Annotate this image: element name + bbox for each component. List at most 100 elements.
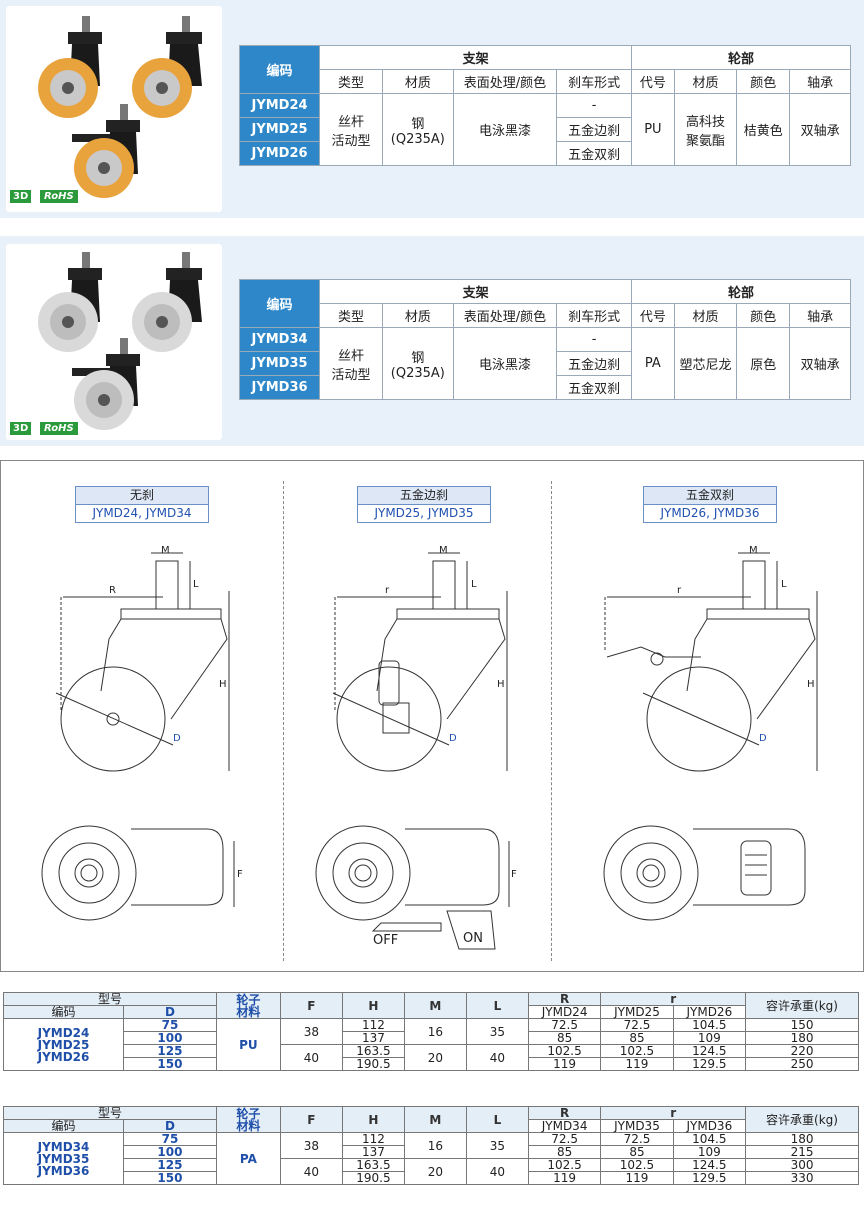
divider [283, 481, 284, 961]
hdr-model: 型号 [3, 1106, 217, 1120]
h-cell: 190.5 [341, 1171, 405, 1185]
brake-cell: - [556, 93, 633, 118]
r2-cell: 124.5 [672, 1044, 747, 1058]
load-cell: 215 [745, 1145, 859, 1159]
h-cell: 163.5 [341, 1044, 405, 1058]
off-label: OFF [373, 933, 399, 948]
code-header: 编码 [238, 279, 321, 328]
col-wheel-color: 颜色 [736, 69, 791, 94]
hdr-r: r [600, 992, 747, 1006]
dimension-table-pu: 型号 轮子 材料 F H M L R r 容许承重(kg) 编码 D JYMD2… [3, 992, 859, 1071]
h-cell: 137 [341, 1145, 405, 1159]
material-cell: 钢 (Q235A) [381, 327, 454, 400]
dim-m: M [749, 545, 758, 556]
hdr-wheel-material: 轮子 材料 [215, 1106, 281, 1133]
code-cell: JYMD24 [238, 93, 321, 118]
brake-cell: 五金边刹 [556, 117, 633, 142]
R-cell: 119 [527, 1171, 602, 1185]
material-cell: 钢 (Q235A) [381, 93, 454, 166]
sub-col: JYMD34 [527, 1119, 602, 1133]
l-cell: 40 [465, 1158, 529, 1185]
r1-cell: 119 [600, 1171, 674, 1185]
f-cell: 40 [279, 1158, 343, 1185]
r1-cell: 85 [600, 1031, 674, 1045]
hdr-model: 型号 [3, 992, 217, 1006]
product-band-pu: 3D RoHS 编码 支架 轮部 类型 材质 表面处理/颜色 刹车形式 代号 材… [0, 0, 864, 218]
bracket-header: 支架 [319, 45, 633, 70]
material-cell: PU [215, 1018, 281, 1071]
wheel-header: 轮部 [631, 279, 851, 304]
caster-image-pa [38, 252, 202, 430]
dim-d: D [759, 733, 767, 744]
dim-m: M [161, 545, 170, 556]
hdr-f: F [279, 992, 343, 1019]
brake-cell: 五金边刹 [556, 351, 633, 376]
m-cell: 16 [403, 1132, 467, 1159]
dim-r: r [677, 585, 682, 596]
spec-table-pu: 编码 支架 轮部 类型 材质 表面处理/颜色 刹车形式 代号 材质 颜色 轴承 … [238, 45, 851, 166]
code-header: 编码 [238, 45, 321, 94]
3d-badge: 3D [10, 190, 32, 203]
sub-col: JYMD35 [600, 1119, 674, 1133]
code-cell: JYMD35 [238, 351, 321, 376]
bearing-cell: 双轴承 [789, 93, 851, 166]
d-cell: 75 [123, 1132, 217, 1146]
dim-l: L [781, 579, 787, 590]
dim-h: H [807, 679, 815, 690]
hdr-l: L [465, 992, 529, 1019]
load-cell: 330 [745, 1171, 859, 1185]
r1-cell: 85 [600, 1145, 674, 1159]
dim-l: L [193, 579, 199, 590]
d-cell: 100 [123, 1031, 217, 1045]
r2-cell: 124.5 [672, 1158, 747, 1172]
d-cell: 125 [123, 1044, 217, 1058]
hdr-code: 编码 [3, 1005, 124, 1019]
wheel-color-cell: 桔黄色 [736, 93, 791, 166]
hdr-load: 容许承重(kg) [745, 1106, 859, 1133]
r1-cell: 119 [600, 1057, 674, 1071]
r1-cell: 72.5 [600, 1132, 674, 1146]
dim-f: F [237, 869, 243, 880]
caster-image-pu [38, 16, 202, 198]
brake-cell: 五金双刹 [556, 141, 633, 166]
caster-photo-pu [6, 6, 222, 212]
dim-r: r [385, 585, 390, 596]
col-surface: 表面处理/颜色 [452, 69, 558, 94]
load-cell: 150 [745, 1018, 859, 1032]
code-cell: JYMD26 [238, 141, 321, 166]
brake-cell: - [556, 327, 633, 352]
h-cell: 163.5 [341, 1158, 405, 1172]
codes-cell: JYMD34 JYMD35 JYMD36 [3, 1132, 124, 1185]
R-cell: 102.5 [527, 1158, 602, 1172]
load-cell: 220 [745, 1044, 859, 1058]
hdr-wheel-material: 轮子 材料 [215, 992, 281, 1019]
hdr-m: M [403, 992, 467, 1019]
col-surface: 表面处理/颜色 [452, 303, 558, 328]
view-title: 五金双刹 [644, 487, 776, 505]
on-label: ON [463, 931, 483, 946]
col-wheel-material: 材质 [673, 303, 738, 328]
dim-l: L [471, 579, 477, 590]
dim-r-cap: R [109, 585, 116, 596]
wheel-header: 轮部 [631, 45, 851, 70]
wheel-material-cell: 塑芯尼龙 [673, 327, 738, 400]
d-cell: 150 [123, 1057, 217, 1071]
r2-cell: 104.5 [672, 1132, 747, 1146]
wheel-color-cell: 原色 [736, 327, 791, 400]
load-cell: 180 [745, 1031, 859, 1045]
col-bearing: 轴承 [789, 69, 851, 94]
surface-cell: 电泳黑漆 [452, 327, 558, 400]
code-cell: JYMD34 [238, 327, 321, 352]
codes-cell: JYMD24 JYMD25 JYMD26 [3, 1018, 124, 1071]
col-bearing: 轴承 [789, 303, 851, 328]
h-cell: 112 [341, 1018, 405, 1032]
col-wheel-code: 代号 [631, 303, 675, 328]
d-cell: 125 [123, 1158, 217, 1172]
dim-m: M [439, 545, 448, 556]
col-wheel-material: 材质 [673, 69, 738, 94]
hdr-h: H [341, 992, 405, 1019]
type-cell: 丝杆 活动型 [319, 327, 383, 400]
hdr-m: M [403, 1106, 467, 1133]
dim-d: D [449, 733, 457, 744]
col-type: 类型 [319, 303, 383, 328]
